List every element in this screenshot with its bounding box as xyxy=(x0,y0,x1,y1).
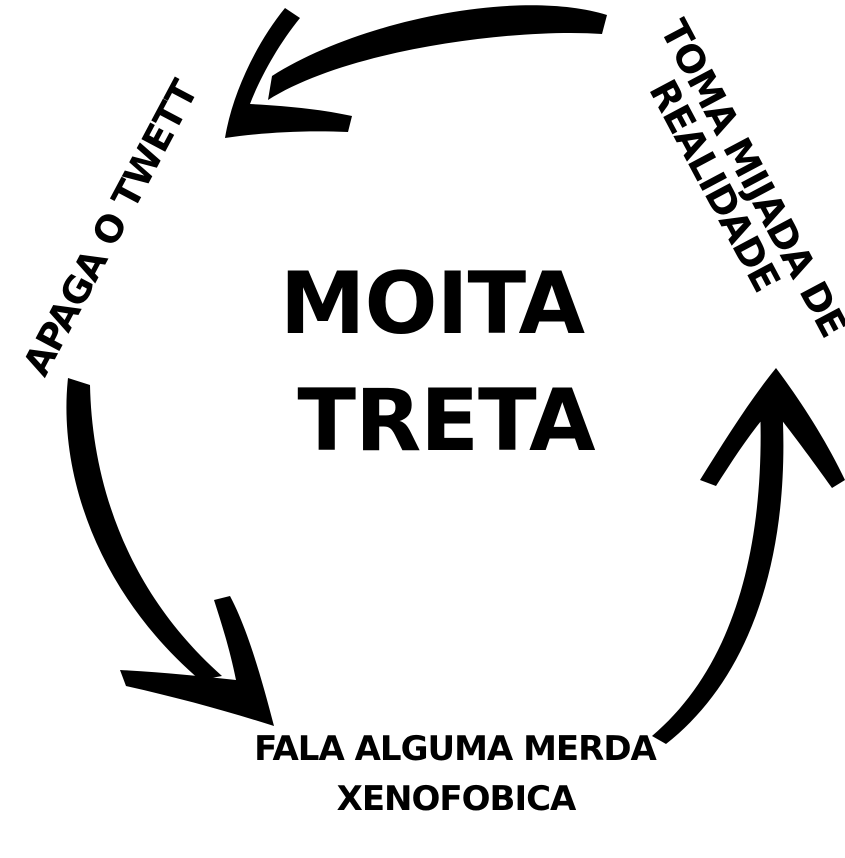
arrow-top-shaft xyxy=(268,5,607,101)
arrow-right xyxy=(652,368,845,744)
arrow-right-shaft xyxy=(652,402,784,744)
step-label-bottom-line-2: XENOFOBICA xyxy=(337,779,577,819)
arrow-right-head xyxy=(700,368,845,488)
arrow-left xyxy=(66,378,274,726)
title-line-2: TRETA xyxy=(297,371,596,471)
arrow-top xyxy=(225,5,607,138)
diagram-title: MOITA TRETA xyxy=(280,254,597,471)
step-label-left: APAGA O TWETT xyxy=(15,72,207,382)
arrow-top-head xyxy=(225,8,352,138)
title-line-1: MOITA xyxy=(280,254,586,354)
arrow-left-head xyxy=(120,596,274,726)
step-label-top-right: TOMA MIJADA DE REALIDADE xyxy=(640,12,845,343)
step-label-bottom: FALA ALGUMA MERDA XENOFOBICA xyxy=(254,729,658,819)
arrow-left-shaft xyxy=(66,378,222,680)
step-label-left-line-1: APAGA O TWETT xyxy=(15,72,207,382)
step-label-bottom-line-1: FALA ALGUMA MERDA xyxy=(254,729,657,769)
